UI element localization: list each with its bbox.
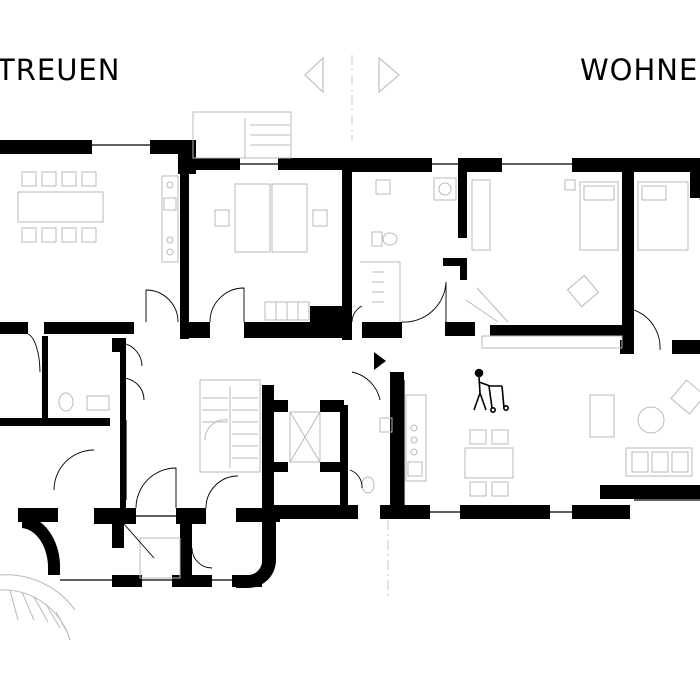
wc-core bbox=[361, 417, 393, 494]
direction-arrow-right-icon bbox=[378, 56, 401, 94]
bathroom-fixtures-top bbox=[360, 177, 457, 322]
outline-lines bbox=[60, 144, 700, 581]
kitchen-counter-left bbox=[161, 175, 179, 263]
walls bbox=[0, 140, 700, 587]
bathroom-fixtures-left bbox=[58, 392, 110, 412]
bay-wall-right bbox=[236, 518, 276, 588]
section-label-right: WOHNE bbox=[580, 53, 699, 87]
dining-table-left bbox=[17, 171, 104, 243]
beds-middle bbox=[214, 183, 328, 321]
entrance-triangle-icon bbox=[374, 352, 386, 370]
door-swings bbox=[27, 171, 700, 569]
living-room bbox=[589, 379, 700, 477]
dining-table-right bbox=[464, 429, 514, 497]
walker-person-icon bbox=[473, 368, 509, 413]
bed-right bbox=[465, 179, 689, 323]
stair-core bbox=[199, 379, 261, 473]
spiral-stair bbox=[0, 574, 76, 641]
bay-wall-left bbox=[22, 515, 61, 575]
direction-arrow-left-icon bbox=[303, 56, 324, 94]
balcony bbox=[192, 111, 292, 159]
kitchen-counter-right bbox=[405, 394, 427, 482]
porch-area bbox=[139, 537, 181, 579]
centre-axis bbox=[351, 55, 389, 600]
section-label-left: TREUEN bbox=[0, 53, 121, 87]
sideboard bbox=[481, 335, 623, 349]
lift-shaft bbox=[289, 411, 321, 463]
